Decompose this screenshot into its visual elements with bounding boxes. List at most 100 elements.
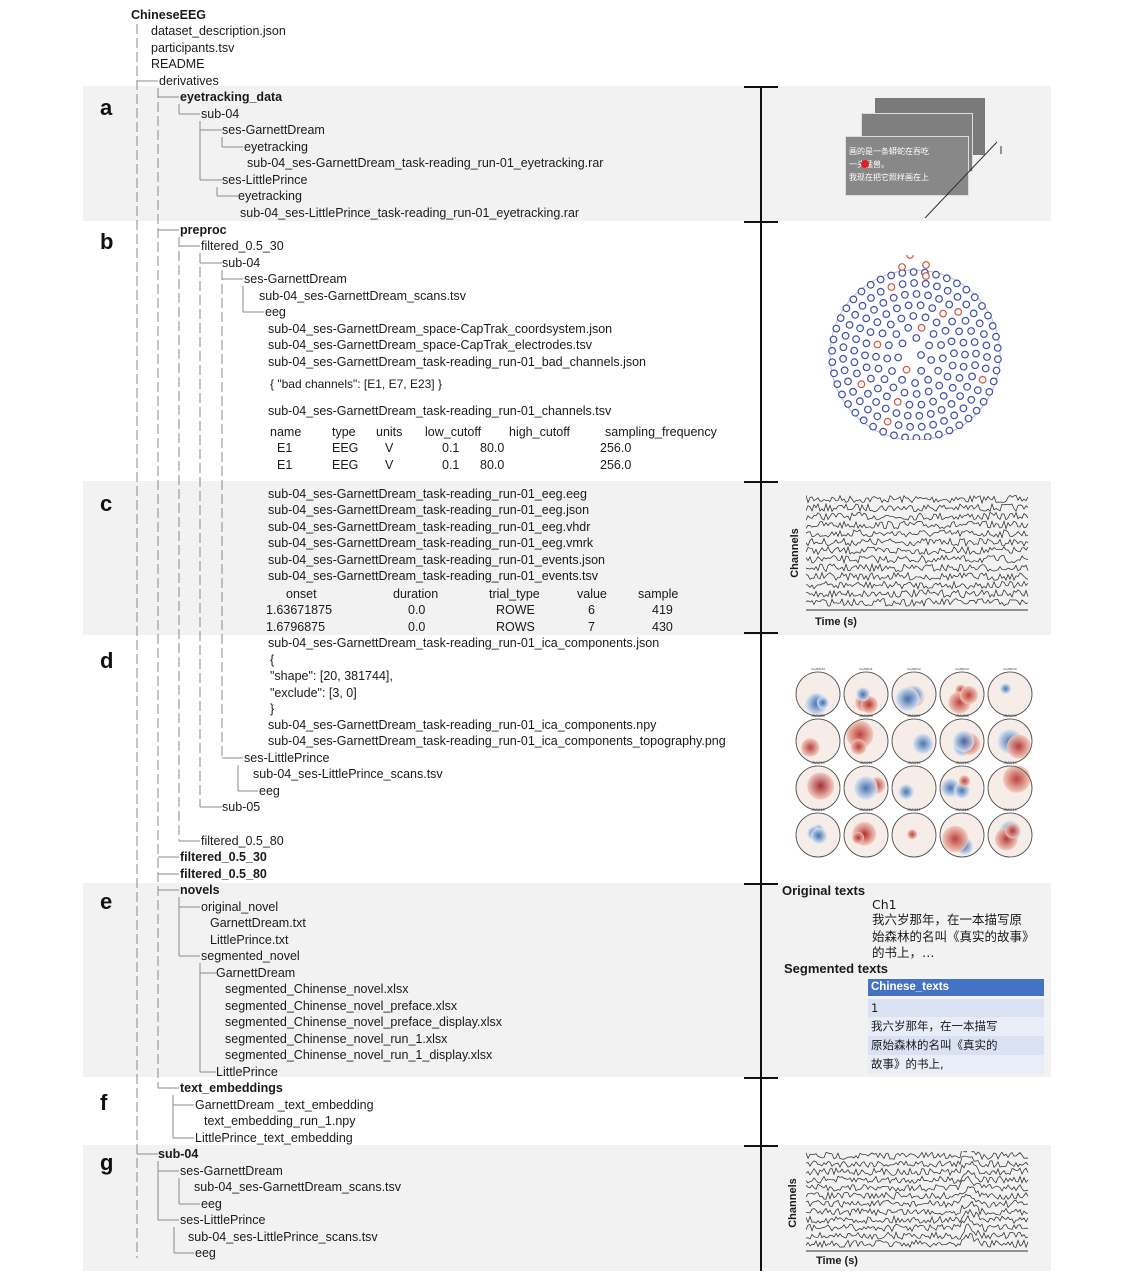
- topomap-outline: [843, 812, 889, 858]
- file-ica-json: sub-04_ses-GarnettDream_task-reading_run…: [268, 636, 660, 650]
- electrode: [870, 305, 878, 314]
- channels-header-sfreq: sampling_frequency: [605, 425, 717, 439]
- divider-tick: [744, 86, 778, 88]
- electrode: [963, 382, 972, 391]
- electrode: [992, 332, 1000, 341]
- eeg-channel-trace: [806, 1160, 1029, 1177]
- electrode: [894, 353, 903, 362]
- electrode: [955, 421, 964, 430]
- electrode: [953, 293, 962, 301]
- electrode: [978, 375, 987, 384]
- electrode: [945, 426, 954, 435]
- electrode: [959, 338, 968, 347]
- file-gd-scans: sub-04_ses-GarnettDream_scans.tsv: [259, 289, 467, 303]
- file-events-tsv: sub-04_ses-GarnettDream_task-reading_run…: [268, 569, 599, 583]
- electrode: [923, 433, 932, 440]
- folder-sub-04: sub-04: [222, 256, 261, 270]
- topomap-label: ICA018: [955, 807, 969, 812]
- topomap-label: ICA019: [1003, 807, 1017, 812]
- topomap-label: ICA003: [955, 668, 969, 671]
- electrode: [898, 375, 906, 384]
- electrode: [903, 411, 912, 420]
- electrode: [988, 321, 997, 330]
- topomap-outline: [891, 812, 937, 858]
- electrode: [929, 420, 937, 429]
- topomap-label: ICA014: [1003, 760, 1017, 765]
- electrode: [876, 287, 885, 296]
- file-lp-eyetracking: sub-04_ses-LittlePrince_task-reading_run…: [240, 206, 580, 220]
- file-vhdr: sub-04_ses-GarnettDream_task-reading_run…: [268, 520, 591, 534]
- electrode: [967, 327, 976, 335]
- raw-eeg-xlabel: Time (s): [816, 1255, 858, 1267]
- folder-littleprince: LittlePrince: [216, 1065, 278, 1079]
- topomap-blob: [1006, 734, 1031, 759]
- electrode: [924, 375, 932, 384]
- electrode: [959, 362, 968, 371]
- eeg-channel-trace: [806, 1169, 1029, 1184]
- electrode: [890, 431, 898, 440]
- topomap-label: ICA013: [955, 760, 969, 765]
- channels-cell: 0.1: [442, 441, 460, 455]
- folder-eeg: eeg: [265, 305, 286, 319]
- electrode: [943, 372, 952, 381]
- channels-cell: 256.0: [600, 441, 632, 455]
- folder-segmented-novel: segmented_novel: [201, 949, 300, 963]
- topomap-blob: [850, 739, 867, 755]
- electrode: [873, 318, 882, 327]
- panel-g-band: [83, 1145, 1051, 1271]
- eeg-channel-trace: [806, 1155, 1029, 1168]
- channels-header-high: high_cutoff: [509, 425, 570, 439]
- electrode: [879, 427, 888, 436]
- folder-novels: novels: [180, 883, 220, 897]
- electrode: [979, 330, 988, 338]
- divider-tick: [744, 632, 778, 634]
- file-channels: sub-04_ses-GarnettDream_task-reading_run…: [268, 404, 612, 418]
- eeg-channel-trace: [806, 1185, 1029, 1200]
- segmented-table-row: 我六岁那年，在一本描写: [868, 1017, 1044, 1036]
- electrode: [973, 386, 982, 395]
- electrode: [917, 422, 926, 431]
- electrode: [947, 337, 956, 346]
- events-header-onset: onset: [286, 587, 317, 601]
- eeg-channel-trace: [806, 588, 1029, 599]
- topomap-label: ICA000: [811, 668, 825, 671]
- electrode: [909, 312, 918, 320]
- electrode: [929, 397, 937, 406]
- file-events-json: sub-04_ses-GarnettDream_task-reading_run…: [268, 553, 605, 567]
- electrode: [917, 400, 926, 409]
- channels-cell: E1: [277, 441, 293, 455]
- electrode: [956, 392, 965, 401]
- electrode: [928, 304, 937, 312]
- electrode: [888, 367, 896, 375]
- events-cell: 1.6796875: [266, 620, 326, 634]
- file-seg-novel: segmented_Chinense_novel.xlsx: [225, 982, 409, 996]
- electrode: [978, 302, 986, 310]
- events-header-value: value: [577, 587, 607, 601]
- electrode: [893, 397, 902, 406]
- eeg-channel-trace: [806, 519, 1029, 530]
- segmented-table-header: Chinese_texts: [868, 979, 1044, 996]
- folder-ses-garnettdream: ses-GarnettDream: [180, 1164, 283, 1178]
- channels-cell: V: [385, 458, 394, 472]
- electrode: [952, 279, 961, 288]
- electrode: [981, 364, 990, 373]
- electrode: [968, 372, 977, 381]
- original-text-line: 我六岁那年，在一本描写原: [872, 912, 1023, 927]
- folder-ses-littleprince: ses-LittlePrince: [222, 173, 308, 187]
- electrode: [873, 412, 882, 421]
- topomap-outline: [795, 671, 841, 717]
- panel-letter-a: a: [100, 95, 113, 120]
- electrode: [862, 363, 871, 372]
- electrode: [916, 301, 925, 310]
- topomap-label: ICA011: [859, 760, 873, 765]
- electrode: [982, 341, 991, 350]
- electrode: [873, 340, 882, 349]
- file-readme: README: [151, 57, 205, 71]
- channels-cell: EEG: [332, 458, 359, 472]
- topomap-blob: [1002, 765, 1031, 793]
- electrode: [921, 313, 930, 322]
- divider-tick: [744, 883, 778, 885]
- electrode: [828, 346, 837, 355]
- electrode: [889, 383, 898, 392]
